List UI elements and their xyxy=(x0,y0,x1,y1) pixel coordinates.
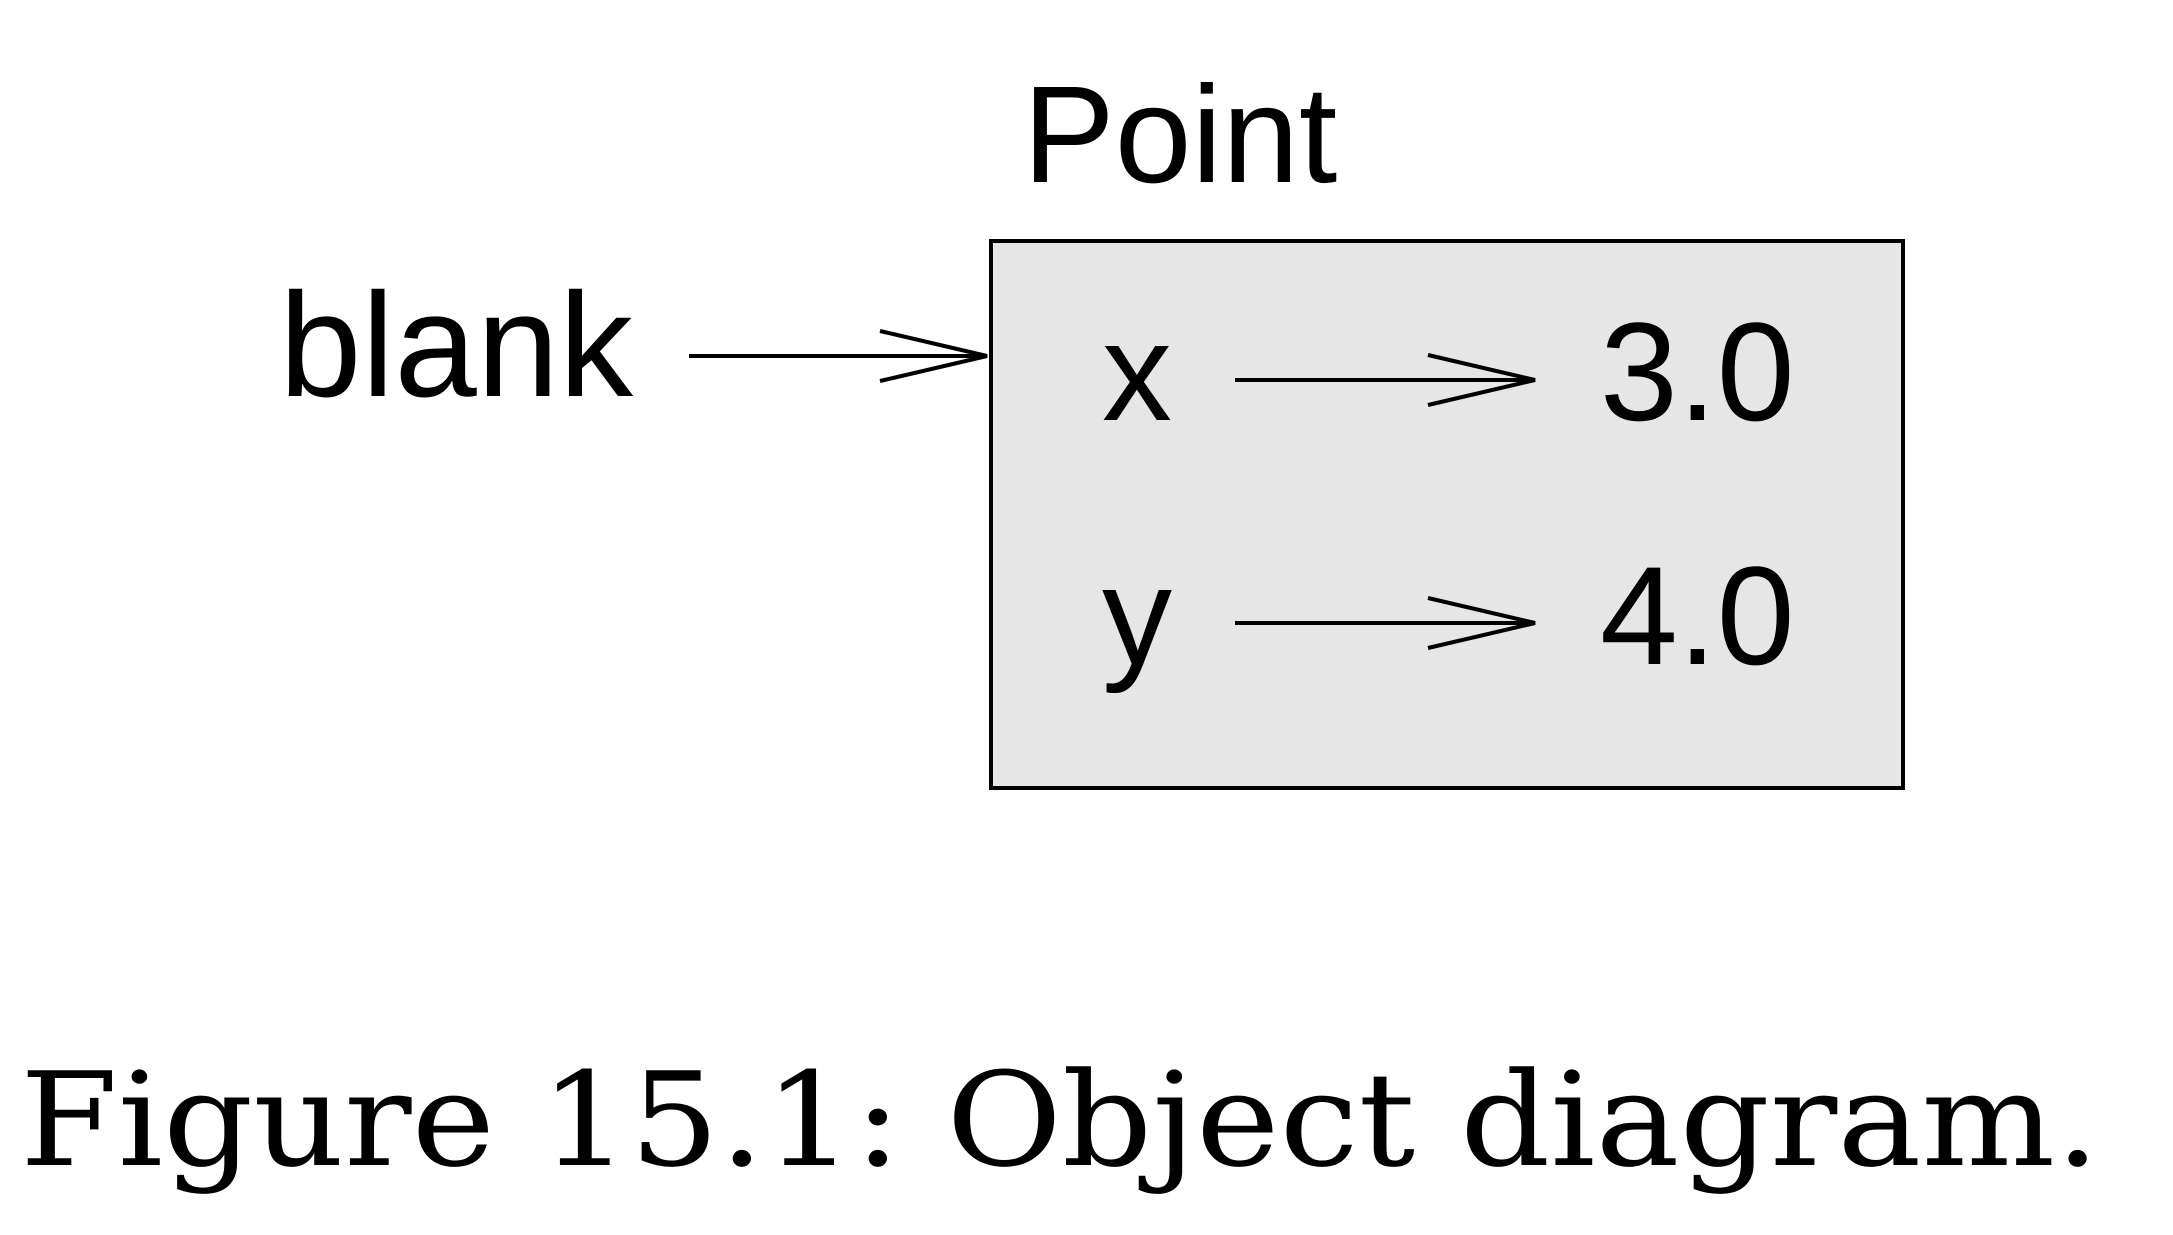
attribute-value-y: 4.0 xyxy=(1600,537,1795,694)
class-name-label: Point xyxy=(1023,58,1338,212)
attribute-name-y: y xyxy=(1102,537,1172,694)
object-box xyxy=(989,239,1905,790)
variable-label: blank xyxy=(279,263,634,428)
attribute-arrow-x xyxy=(1235,353,1536,407)
attribute-value-x: 3.0 xyxy=(1600,293,1795,450)
attribute-arrow-y xyxy=(1235,596,1536,650)
reference-arrow xyxy=(689,329,988,383)
figure-caption: Figure 15.1: Object diagram. xyxy=(20,1044,2100,1196)
attribute-name-x: x xyxy=(1102,293,1172,450)
